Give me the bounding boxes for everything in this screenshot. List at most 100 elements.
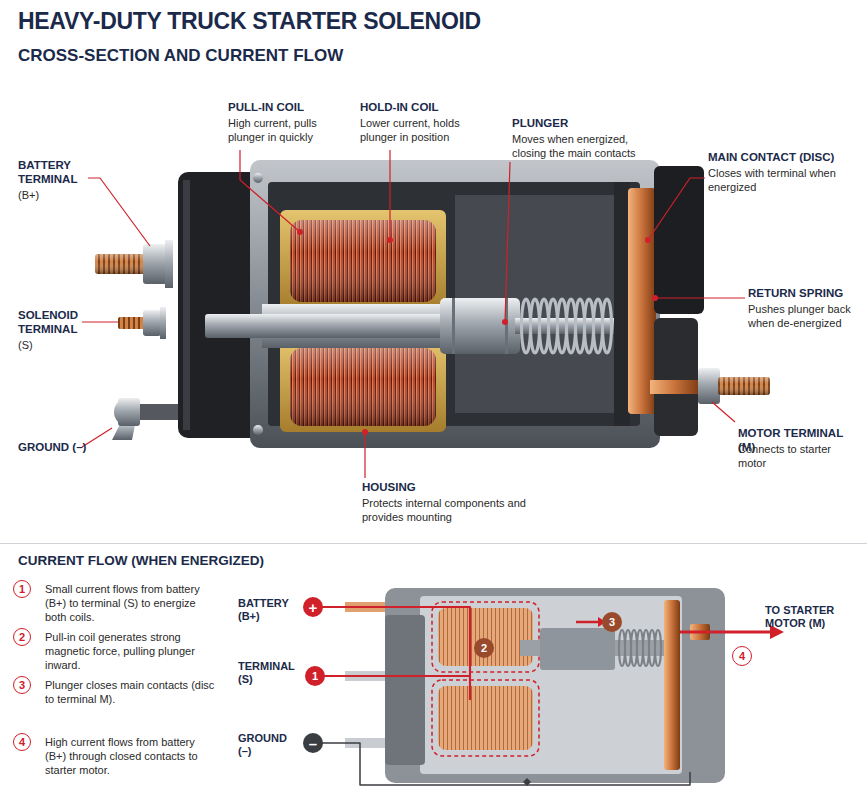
solenoid-cross-section-part-part [603, 299, 612, 353]
current-flow-schematic-part-part [655, 630, 661, 666]
section-divider [0, 543, 867, 544]
callout-number: 1 [305, 666, 325, 686]
part-description: Pushes plunger back when de-energized [748, 302, 863, 330]
current-wires-part [324, 675, 470, 677]
solenoid-cross-section-part [143, 244, 167, 284]
current-flow-schematic-part [438, 608, 533, 666]
solenoid-cross-section-part [280, 210, 446, 310]
solenoid-cross-section-part [95, 254, 147, 274]
solenoid-cross-section-part [290, 348, 436, 426]
callout-number: 4 [732, 646, 752, 666]
current-flow-schematic-part [432, 602, 539, 672]
leader-lines-part [240, 150, 300, 232]
current-flow-schematic-part [540, 628, 615, 670]
leader-lines-part [505, 162, 510, 322]
solenoid-cross-section-part [522, 299, 612, 353]
solenoid-cross-section-part [290, 348, 436, 426]
step-text: High current flows from battery (B+) thr… [45, 735, 217, 777]
diagram-title: HEAVY-DUTY TRUCK STARTER SOLENOID [18, 8, 481, 35]
part-description: Closes with terminal when energized [708, 166, 848, 194]
step-text: Pull-in coil generates strong magnetic f… [45, 630, 217, 672]
output-label: TO STARTER MOTOR (M) [765, 604, 860, 630]
node-text: + [309, 599, 318, 616]
solenoid-cross-section [95, 160, 770, 448]
solenoid-cross-section-part [95, 254, 147, 274]
node-text: 2 [19, 631, 25, 643]
solenoid-cross-section-part [290, 220, 436, 302]
current-wires-part [523, 778, 531, 786]
terminal-label: GROUND (–) [238, 732, 298, 758]
terminal-label: TERMINAL (S) [238, 660, 300, 686]
part-name: MAIN CONTACT (DISC) [708, 150, 858, 164]
part-description: Moves when energized, closing the main c… [512, 132, 662, 160]
step-number: 3 [13, 676, 31, 694]
callout-number: 2 [474, 638, 494, 658]
solenoid-cross-section-part [440, 298, 520, 354]
section-heading: CURRENT FLOW (WHEN ENERGIZED) [18, 553, 418, 569]
solenoid-cross-section-part [280, 340, 446, 432]
leader-lines-part [82, 321, 118, 322]
solenoid-cross-section-part [183, 180, 190, 430]
current-flow-schematic-part [664, 600, 680, 770]
current-flow-schematic [345, 588, 725, 783]
callout-number: 3 [602, 612, 622, 632]
solenoid-cross-section-part [140, 404, 178, 420]
current-flow-schematic-part [438, 686, 533, 750]
solenoid-cross-section-part [452, 298, 455, 354]
solenoid-cross-section-part [614, 182, 630, 426]
leader-lines-part [364, 432, 365, 478]
leader-dots [297, 229, 658, 435]
current-flow-schematic-part [420, 596, 682, 774]
part-description: Lower current, holds plunger in position [360, 116, 495, 144]
solenoid-cross-section-part [205, 314, 465, 338]
leader-lines-part [88, 178, 150, 246]
solenoid-cross-section-part [718, 377, 770, 395]
current-flow-schematic-part [385, 615, 425, 765]
part-name: SOLENOID TERMINAL [18, 308, 98, 336]
part-name: HOLD-IN COIL [360, 100, 500, 114]
current-wires-part [322, 607, 470, 700]
solenoid-cross-section-part [114, 398, 142, 426]
part-name: PLUNGER [512, 116, 662, 130]
positive-symbol: + [303, 597, 323, 617]
solenoid-cross-section-part [698, 368, 720, 404]
leader-dots-part [652, 295, 658, 301]
step-number: 2 [13, 628, 31, 646]
current-flow-schematic-part [619, 630, 661, 666]
leader-dots-part [362, 429, 368, 435]
node-text: 2 [481, 642, 487, 654]
step-text: Small current flows from battery (B+) to… [45, 582, 217, 624]
leader-lines-part [82, 428, 112, 447]
current-flow-schematic-part [385, 588, 725, 783]
current-wires-part [576, 621, 598, 624]
node-text: 3 [609, 616, 615, 628]
solenoid-cross-section-part [253, 173, 263, 183]
solenoid-cross-section-part [165, 240, 173, 288]
leader-lines-part [389, 150, 390, 240]
part-name: HOUSING [362, 480, 512, 494]
solenoid-cross-section-part [118, 317, 146, 329]
leader-dots-part [387, 237, 393, 243]
leader-lines-part [655, 297, 745, 298]
part-name: BATTERY TERMINAL [18, 158, 93, 186]
leader-dots-part [297, 229, 303, 235]
node-text: 4 [739, 650, 745, 662]
solenoid-cross-section-part [253, 425, 263, 435]
part-name: PULL-IN COIL [228, 100, 363, 114]
node-text: 1 [312, 670, 318, 682]
current-wires-part [322, 743, 690, 785]
part-name: GROUND (–) [18, 440, 108, 454]
subtitle: CROSS-SECTION AND CURRENT FLOW [18, 46, 518, 66]
leader-lines-part [712, 402, 735, 422]
current-wires [322, 607, 784, 786]
solenoid-cross-section-part [654, 166, 704, 314]
part-note: (S) [18, 338, 58, 352]
part-name: RETURN SPRING [748, 286, 863, 300]
solenoid-cross-section-part [143, 310, 161, 336]
terminal-label: BATTERY (B+) [238, 597, 298, 623]
step-number: 1 [13, 580, 31, 598]
leader-dots-part [502, 319, 508, 325]
node-text: 1 [19, 583, 25, 595]
step-text: Plunger closes main contacts (disc to te… [45, 678, 217, 706]
